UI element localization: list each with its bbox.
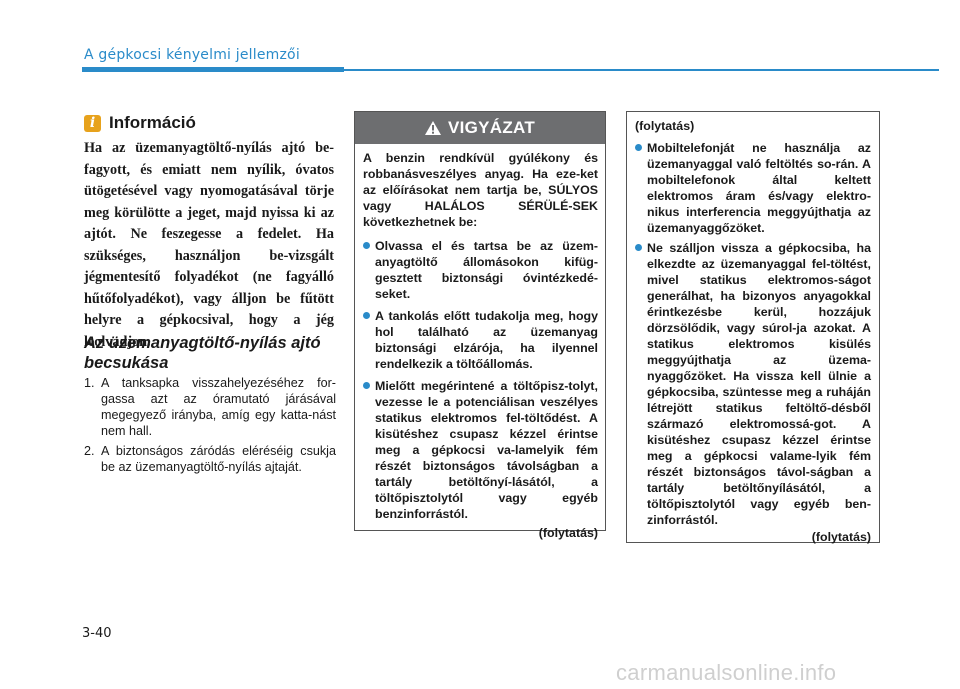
bullet-dot-icon bbox=[363, 242, 370, 249]
bullet-text: Olvassa el és tartsa be az üzem-anyagtöl… bbox=[375, 239, 598, 301]
continuation-bullet-item: Ne szálljon vissza a gépkocsiba, ha elke… bbox=[635, 240, 871, 528]
bullet-text: Mobiltelefonját ne használja az üzemanya… bbox=[647, 141, 871, 235]
header-rule-accent bbox=[82, 67, 344, 72]
bullet-text: A tankolás előtt tudakolja meg, hogy hol… bbox=[375, 309, 598, 371]
warning-intro: A benzin rendkívül gyúlékony és robbanás… bbox=[363, 151, 598, 229]
bullet-dot-icon bbox=[635, 144, 642, 151]
info-title: Információ bbox=[109, 113, 196, 132]
step-text: A tanksapka visszahelyezéséhez for-gassa… bbox=[101, 376, 336, 438]
page-number: 3-40 bbox=[82, 626, 112, 641]
warning-header-label: VIGYÁZAT bbox=[447, 118, 536, 137]
warning-box: VIGYÁZAT A benzin rendkívül gyúlékony és… bbox=[354, 111, 606, 540]
warning-header: VIGYÁZAT bbox=[355, 112, 605, 144]
bullet-text: Ne szálljon vissza a gépkocsiba, ha elke… bbox=[647, 241, 871, 527]
step-text: A biztonságos záródás eléréséig csukja b… bbox=[101, 444, 336, 474]
step-item: 2. A biztonságos záródás eléréséig csukj… bbox=[84, 443, 336, 475]
section-title: Az üzemanyagtöltő-nyílás ajtó becsukása bbox=[84, 334, 321, 372]
info-heading: i Információ bbox=[84, 113, 196, 133]
step-number: 1. bbox=[84, 376, 95, 390]
header-rule bbox=[344, 69, 939, 71]
continuation-bullets: Mobiltelefonját ne használja az üzemanya… bbox=[635, 140, 871, 528]
info-icon: i bbox=[84, 114, 101, 132]
continuation-bullet-item: Mobiltelefonját ne használja az üzemanya… bbox=[635, 140, 871, 236]
continuation-box: (folytatás) Mobiltelefonját ne használja… bbox=[626, 111, 880, 544]
warning-triangle-icon bbox=[424, 121, 441, 135]
bullet-dot-icon bbox=[363, 312, 370, 319]
warning-bullet-item: A tankolás előtt tudakolja meg, hogy hol… bbox=[363, 308, 598, 372]
step-item: 1. A tanksapka visszahelyezéséhez for-ga… bbox=[84, 375, 336, 439]
warning-bullets: Olvassa el és tartsa be az üzem-anyagtöl… bbox=[363, 238, 598, 522]
info-body-text: Ha az üzemanyagtöltő-nyílás ajtó be-fagy… bbox=[84, 140, 334, 350]
warning-continued: (folytatás) bbox=[538, 526, 598, 540]
watermark: carmanualsonline.info bbox=[616, 660, 837, 685]
section-header-title: A gépkocsi kényelmi jellemzői bbox=[84, 47, 300, 63]
steps-list: 1. A tanksapka visszahelyezéséhez for-ga… bbox=[84, 375, 336, 479]
warning-bullet-item: Olvassa el és tartsa be az üzem-anyagtöl… bbox=[363, 238, 598, 302]
continuation-heading: (folytatás) bbox=[635, 119, 695, 133]
continuation-continued: (folytatás) bbox=[811, 530, 871, 544]
warning-bullet-item: Mielőtt megérintené a töltőpisz-tolyt, v… bbox=[363, 378, 598, 522]
bullet-text: Mielőtt megérintené a töltőpisz-tolyt, v… bbox=[375, 379, 598, 521]
step-number: 2. bbox=[84, 444, 95, 458]
bullet-dot-icon bbox=[635, 244, 642, 251]
bullet-dot-icon bbox=[363, 382, 370, 389]
